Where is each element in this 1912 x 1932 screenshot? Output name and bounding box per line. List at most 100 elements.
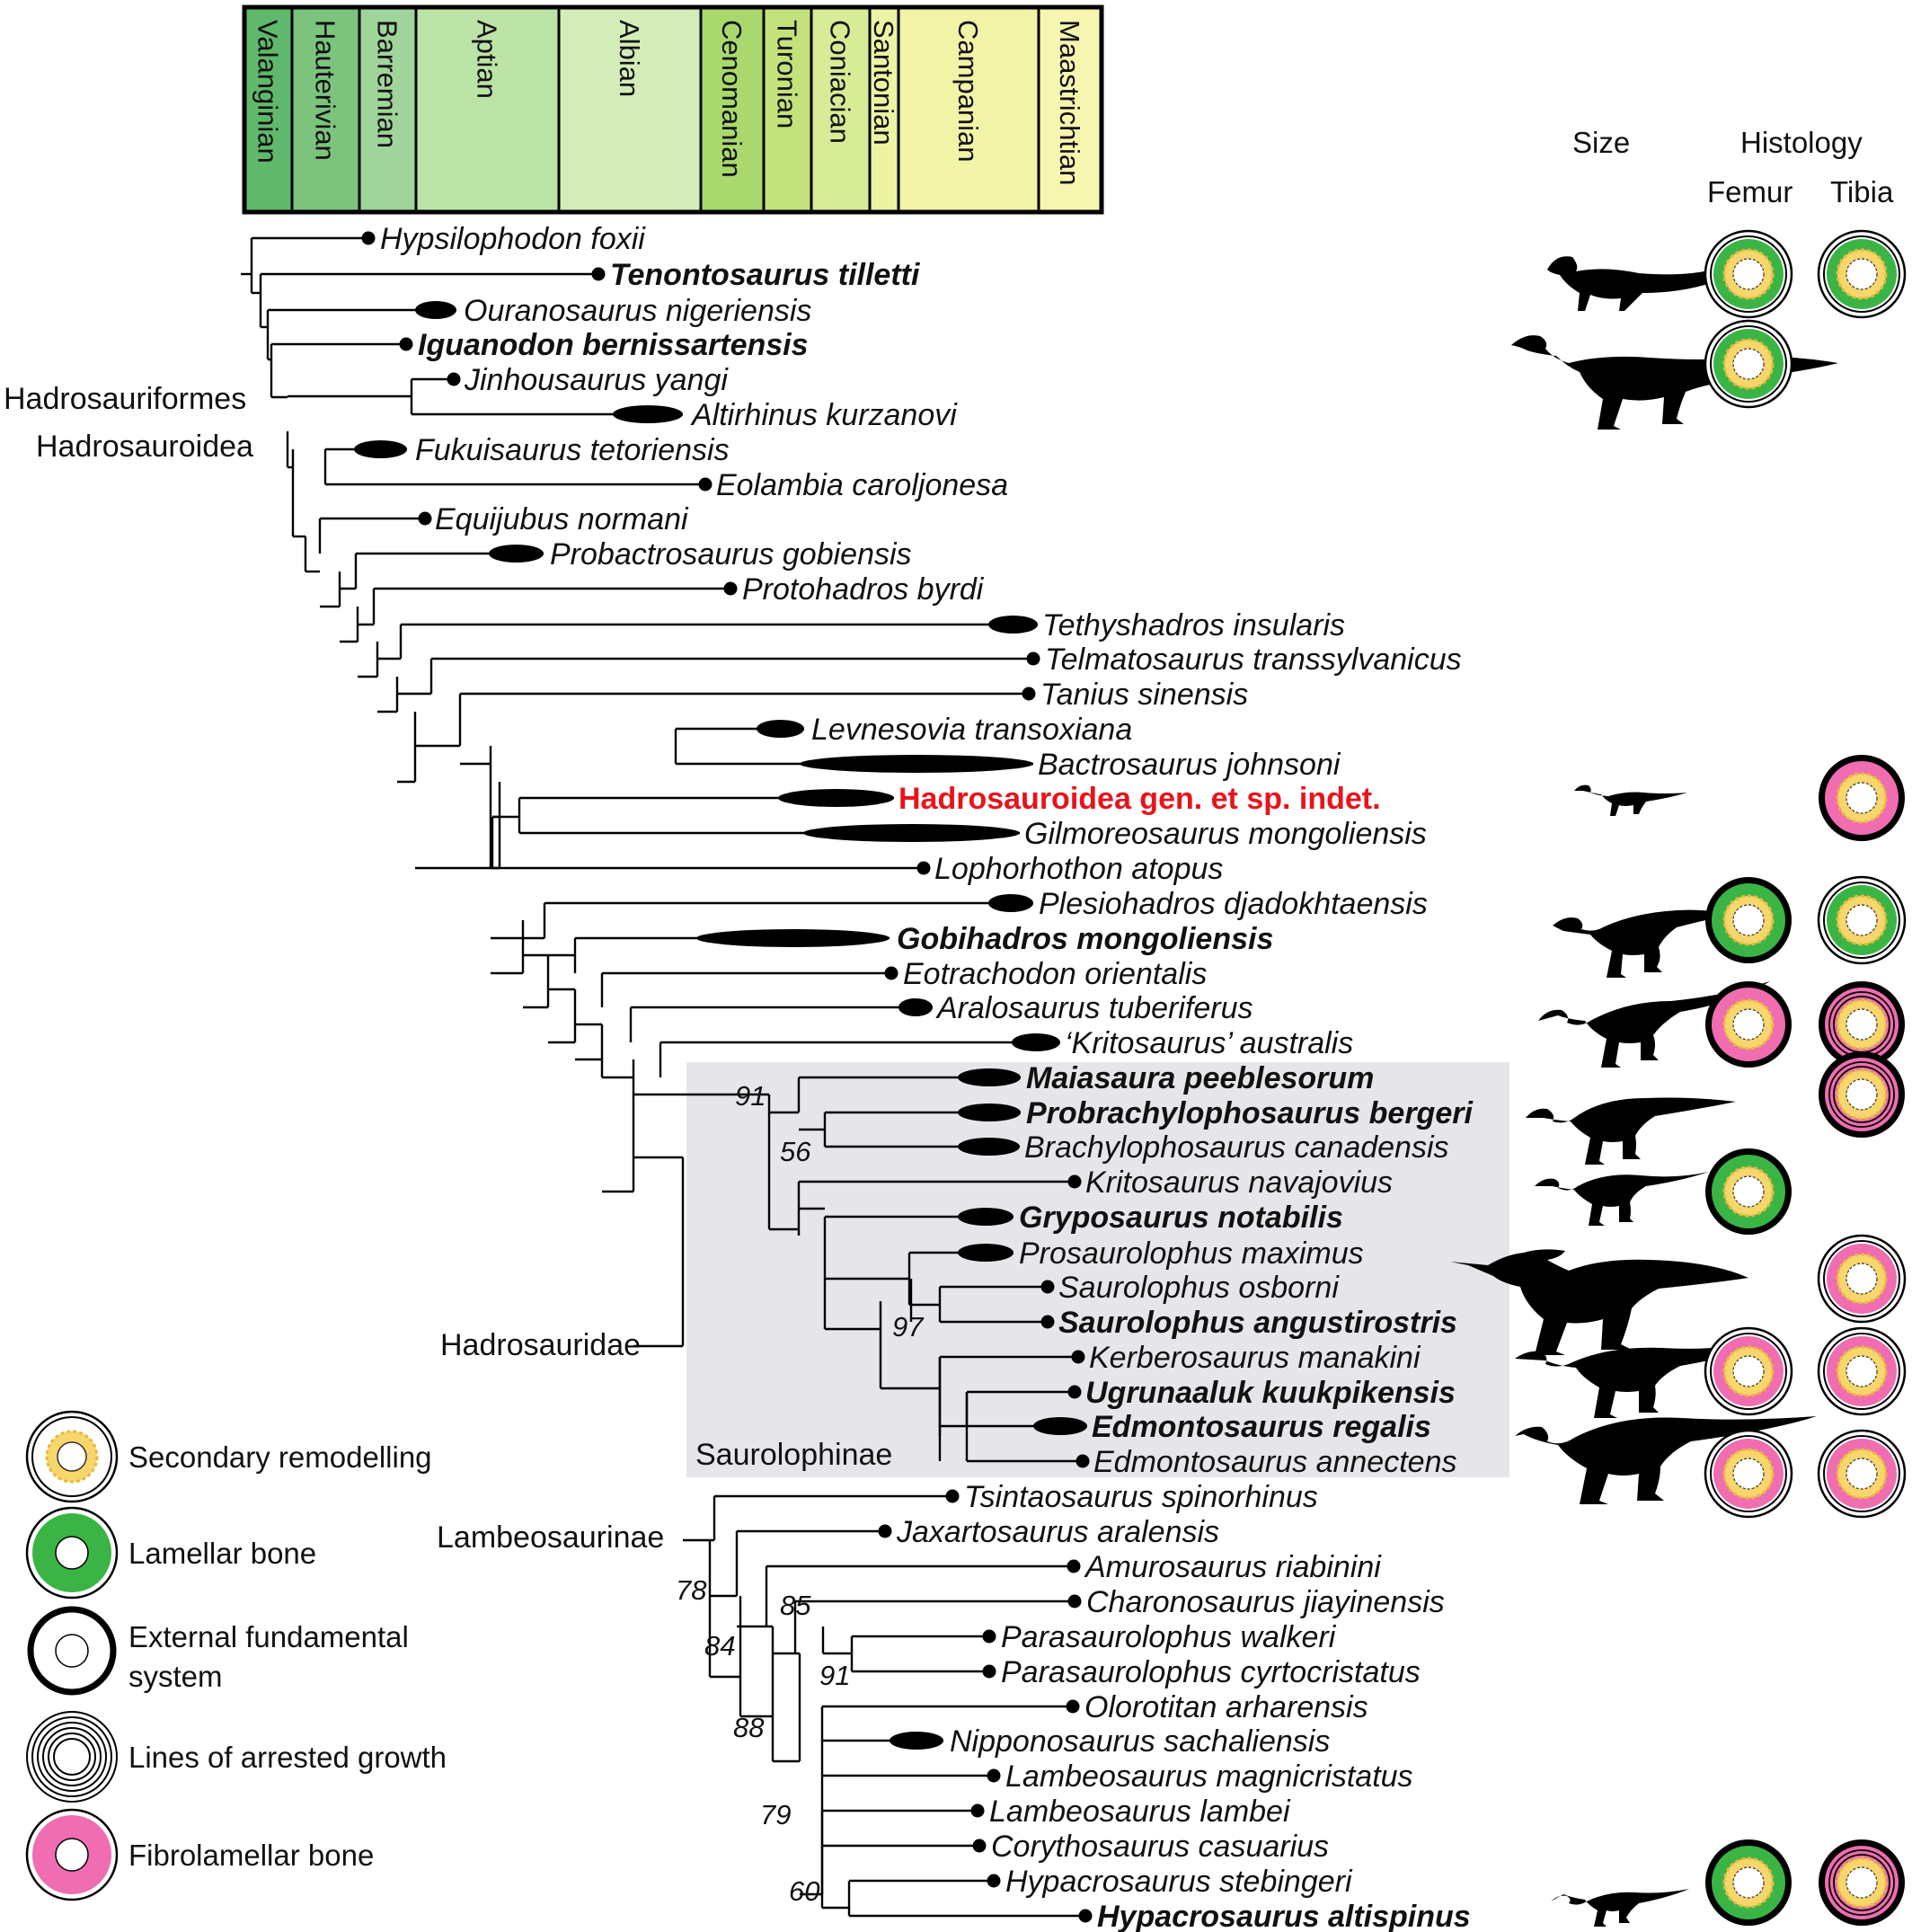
- stage-label: Aptian: [472, 20, 503, 99]
- range-point: [1067, 1594, 1082, 1609]
- taxon-label: Fukuisaurus tetoriensis: [415, 433, 730, 467]
- range-bar: [415, 301, 456, 319]
- range-bar: [354, 440, 407, 458]
- histology-section-pink-efs: [1819, 755, 1905, 841]
- taxon-label: Altirhinus kurzanovi: [690, 398, 958, 432]
- range-point: [987, 1768, 1001, 1783]
- header-femur: Femur: [1707, 175, 1792, 208]
- taxon-label: Ugrunaaluk kuukpikensis: [1085, 1376, 1456, 1410]
- stage-label: Coniacian: [825, 20, 856, 144]
- taxon-label: Parasaurolophus walkeri: [1001, 1620, 1337, 1654]
- taxon-label: Probrachylophosaurus bergeri: [1026, 1096, 1474, 1130]
- range-bar: [958, 1138, 1020, 1156]
- histology-section-pink-efs: [1705, 981, 1792, 1068]
- taxon-label: Amurosaurus riabinini: [1084, 1550, 1382, 1584]
- stage-label: Cenomanian: [716, 20, 748, 178]
- silhouette-brachylophosaur: [1526, 1097, 1736, 1165]
- legend-label: Fibrolamellar bone: [128, 1839, 374, 1872]
- taxon-label: Gryposaurus notabilis: [1019, 1201, 1343, 1235]
- range-bar: [958, 1103, 1021, 1121]
- range-bar: [757, 720, 804, 738]
- histology-section-green-efs: [1705, 1148, 1792, 1235]
- legend-label: Lines of arrested growth: [128, 1741, 447, 1774]
- histology-section-green-efs: [1705, 877, 1792, 963]
- stage-label: Hauterivian: [310, 20, 341, 161]
- stage-cell: [810, 5, 872, 214]
- taxon-label: Hypsilophodon foxii: [380, 222, 646, 256]
- taxon-label: Prosaurolophus maximus: [1019, 1236, 1364, 1271]
- legend-swatch-efs: [27, 1606, 117, 1696]
- legend-swatch-lamellar: [25, 1506, 119, 1600]
- range-bar: [988, 894, 1033, 912]
- range-point: [447, 372, 461, 386]
- legend-swatch-lag: [26, 1711, 118, 1803]
- silhouette-edmontosaurus-large: [1515, 1416, 1817, 1504]
- taxon-label: Ouranosaurus nigeriensis: [464, 294, 811, 328]
- support-value: 84: [704, 1630, 735, 1662]
- taxon-label: Jaxartosaurus aralensis: [896, 1515, 1219, 1549]
- taxon-label: Corythosaurus casuarius: [991, 1830, 1329, 1864]
- taxon-label: Bactrosaurus johnsoni: [1038, 748, 1341, 782]
- range-point: [361, 231, 376, 245]
- range-point: [982, 1629, 996, 1644]
- taxon-label: Tanius sinensis: [1040, 678, 1248, 712]
- histology-section-pink-outline: [1817, 1326, 1907, 1416]
- histology-section-pink-outline: [1704, 1429, 1793, 1519]
- header-histology: Histology: [1740, 126, 1863, 159]
- stage-cell: [358, 5, 418, 214]
- range-bar: [958, 1244, 1014, 1262]
- taxon-label: Lophorhothon atopus: [934, 852, 1223, 886]
- range-bar: [696, 929, 890, 947]
- range-bar: [1033, 1417, 1087, 1435]
- taxon-label: Eolambia caroljonesa: [716, 468, 1008, 502]
- histology-section-green-outline: [1817, 875, 1907, 965]
- legend-label: Secondary remodelling: [128, 1440, 432, 1474]
- range-point: [982, 1664, 996, 1679]
- range-point: [1040, 1280, 1055, 1294]
- range-bar: [988, 616, 1038, 634]
- taxon-label: Nipponosaurus sachaliensis: [950, 1724, 1330, 1759]
- support-value: 85: [780, 1590, 811, 1621]
- range-point: [723, 581, 738, 596]
- taxon-label: Brachylophosaurus canadensis: [1024, 1130, 1449, 1165]
- silhouette-saurolophus: [1450, 1249, 1748, 1355]
- range-bar: [489, 545, 544, 563]
- range-bar: [778, 789, 894, 807]
- range-point: [970, 1803, 985, 1818]
- taxon-label: Plesiohadros djadokhtaensis: [1039, 887, 1428, 921]
- range-point: [972, 1839, 987, 1853]
- range-bar: [800, 755, 1033, 773]
- histology-section-pink-outline: [1817, 1429, 1907, 1519]
- support-value: 97: [892, 1311, 925, 1343]
- range-point: [1040, 1315, 1055, 1329]
- histology-section-green-outline: [1704, 229, 1793, 319]
- stage-label: Maastrichtian: [1054, 20, 1085, 185]
- support-value: 56: [780, 1136, 811, 1167]
- range-point: [1076, 1454, 1090, 1468]
- histology-section-pink-lag: [1819, 981, 1905, 1068]
- taxon-label: Kritosaurus navajovius: [1085, 1165, 1393, 1200]
- legend-swatch-fibro: [25, 1808, 119, 1901]
- range-bar: [803, 824, 1020, 842]
- range-point: [418, 511, 432, 526]
- histology-section-green-outline: [1704, 319, 1793, 409]
- support-value: 91: [735, 1080, 766, 1112]
- taxon-label: Aralosaurus tuberiferus: [935, 991, 1253, 1025]
- taxon-label: Edmontosaurus annectens: [1093, 1445, 1456, 1479]
- clade-label-hadrosauridae: Hadrosauridae: [440, 1328, 641, 1362]
- histology-sections: [1704, 229, 1907, 1926]
- range-point: [1071, 1350, 1085, 1364]
- histology-section-pink-lag: [1819, 1051, 1905, 1138]
- taxon-label: Jinhousaurus yangi: [464, 363, 729, 397]
- histology-section-green-outline: [1817, 229, 1907, 319]
- range-bar: [958, 1208, 1014, 1226]
- clade-label-hadrosauriformes: Hadrosauriformes: [4, 382, 246, 416]
- legend-item-fibro: Fibrolamellar bone: [25, 1808, 374, 1901]
- silhouette-small-hadrosauroid: [1574, 784, 1687, 816]
- legend-item-lamellar: Lamellar bone: [25, 1506, 316, 1600]
- stage-label: Barremian: [372, 20, 403, 148]
- taxon-label: Hypacrosaurus altispinus: [1097, 1900, 1471, 1932]
